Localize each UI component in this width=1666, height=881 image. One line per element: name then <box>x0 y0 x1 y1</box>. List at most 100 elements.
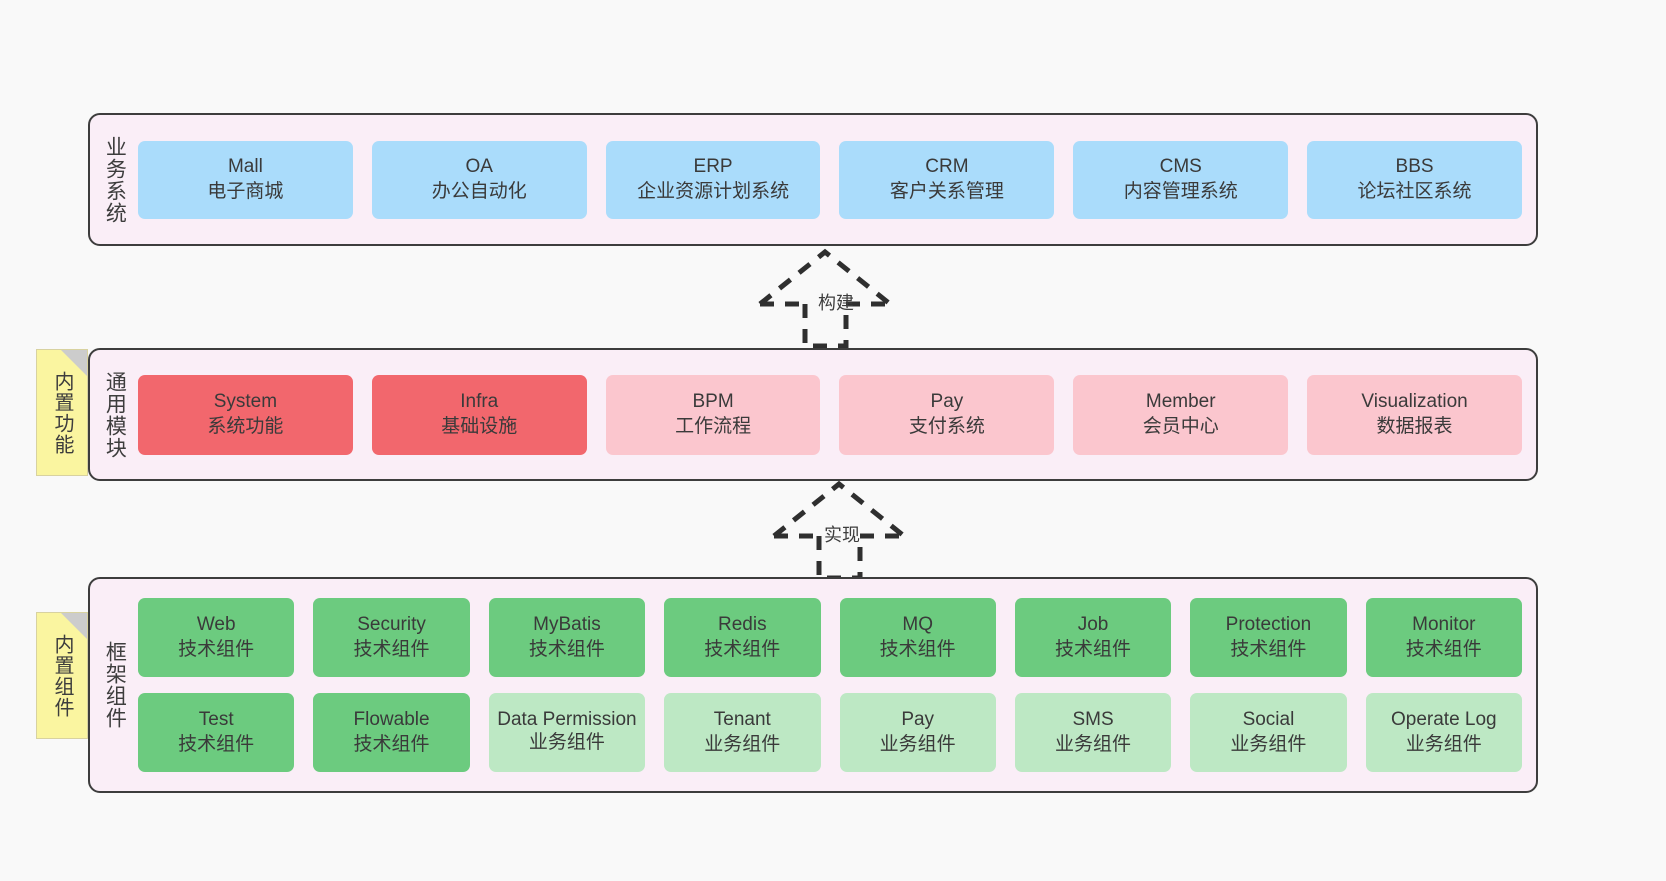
card-title-cn: 支付系统 <box>908 415 985 437</box>
card-title-en: CMS <box>1159 155 1202 177</box>
card-title-en: MyBatis <box>533 613 601 635</box>
card-title-cn: 技术组件 <box>178 733 255 755</box>
row-framework-2: Test 技术组件 Flowable 技术组件 Data Permission … <box>138 693 1522 772</box>
card-title-en: Pay <box>901 708 935 730</box>
card-crm[interactable]: CRM 客户关系管理 <box>839 140 1055 219</box>
card-pay-module[interactable]: Pay 支付系统 <box>839 374 1055 455</box>
card-system[interactable]: System 系统功能 <box>138 374 353 455</box>
card-operate-log[interactable]: Operate Log 业务组件 <box>1365 693 1522 772</box>
layer-title-business: 业务系统 <box>103 135 127 224</box>
card-title-cn: 技术组件 <box>1230 638 1307 660</box>
layer-title-framework: 框架组件 <box>103 641 127 729</box>
card-title-cn: 技术组件 <box>1405 638 1482 660</box>
card-title-cn: 技术组件 <box>1055 638 1132 660</box>
card-title-en: Social <box>1242 708 1295 730</box>
row-business-1: Mall 电子商城 OA 办公自动化 ERP 企业资源计划系统 CRM 客户关系… <box>138 140 1522 219</box>
card-title-cn: 技术组件 <box>704 638 781 660</box>
card-erp[interactable]: ERP 企业资源计划系统 <box>605 140 821 219</box>
card-social[interactable]: Social 业务组件 <box>1190 693 1347 772</box>
card-title-cn: 业务组件 <box>1230 733 1307 755</box>
card-title-en: BBS <box>1395 155 1434 177</box>
card-title-en: SMS <box>1072 708 1114 730</box>
card-title-cn: 业务组件 <box>704 733 781 755</box>
card-title-en: CRM <box>925 155 969 177</box>
layer-common-modules: 通用模块 System 系统功能 Infra 基础设施 BPM 工作流程 Pay… <box>88 348 1538 481</box>
card-test[interactable]: Test 技术组件 <box>138 693 295 772</box>
card-monitor[interactable]: Monitor 技术组件 <box>1365 598 1522 677</box>
card-protection[interactable]: Protection 技术组件 <box>1190 598 1347 677</box>
card-job[interactable]: Job 技术组件 <box>1014 598 1172 677</box>
layer-title-common: 通用模块 <box>103 370 127 459</box>
card-title-cn: 论坛社区系统 <box>1357 180 1472 202</box>
layer-business-systems: 业务系统 Mall 电子商城 OA 办公自动化 ERP 企业资源计划系统 CRM… <box>88 113 1538 246</box>
card-tenant[interactable]: Tenant 业务组件 <box>664 693 821 772</box>
card-title-en: Mall <box>227 155 263 177</box>
sticky-note-builtin-components: 内置组件 <box>36 612 88 739</box>
card-sms[interactable]: SMS 业务组件 <box>1014 693 1172 772</box>
card-title-en: Pay <box>930 390 964 412</box>
card-title-cn: 技术组件 <box>353 733 430 755</box>
connector-label-implement: 实现 <box>824 525 860 545</box>
card-title-cn: 业务组件 <box>879 733 956 755</box>
layer-body-business: Mall 电子商城 OA 办公自动化 ERP 企业资源计划系统 CRM 客户关系… <box>138 115 1536 244</box>
card-title-cn: 业务组件 <box>528 732 605 754</box>
card-data-permission[interactable]: Data Permission 业务组件 <box>488 693 646 772</box>
card-title-en: ERP <box>693 155 733 177</box>
card-title-en: System <box>213 390 278 412</box>
card-title-cn: 技术组件 <box>353 638 430 660</box>
card-title-cn: 企业资源计划系统 <box>637 180 790 202</box>
card-title-en: Infra <box>460 390 499 412</box>
card-title-en: Job <box>1077 613 1109 635</box>
card-title-en: Tenant <box>713 708 771 730</box>
card-title-en: Test <box>198 708 234 730</box>
card-member[interactable]: Member 会员中心 <box>1073 374 1289 455</box>
card-title-cn: 系统功能 <box>207 415 284 437</box>
card-title-en: Member <box>1145 390 1216 412</box>
card-title-en: Protection <box>1225 613 1312 635</box>
card-title-en: MQ <box>902 613 933 635</box>
card-title-cn: 办公自动化 <box>431 180 527 202</box>
card-flowable[interactable]: Flowable 技术组件 <box>313 693 470 772</box>
card-title-cn: 会员中心 <box>1142 415 1219 437</box>
card-infra[interactable]: Infra 基础设施 <box>371 374 587 455</box>
card-title-cn: 内容管理系统 <box>1123 180 1238 202</box>
card-title-en: Security <box>357 613 426 635</box>
row-framework-1: Web 技术组件 Security 技术组件 MyBatis 技术组件 Redi… <box>138 598 1522 677</box>
connector-label-build: 构建 <box>818 293 854 313</box>
card-title-cn: 数据报表 <box>1376 415 1453 437</box>
card-cms[interactable]: CMS 内容管理系统 <box>1073 140 1289 219</box>
card-mall[interactable]: Mall 电子商城 <box>138 140 353 219</box>
card-title-en: Monitor <box>1412 613 1476 635</box>
card-oa[interactable]: OA 办公自动化 <box>371 140 587 219</box>
card-title-cn: 电子商城 <box>207 180 284 202</box>
card-title-cn: 客户关系管理 <box>889 180 1004 202</box>
layer-body-common: System 系统功能 Infra 基础设施 BPM 工作流程 Pay 支付系统… <box>138 350 1536 479</box>
card-title-en: Flowable <box>353 708 430 730</box>
row-common-1: System 系统功能 Infra 基础设施 BPM 工作流程 Pay 支付系统… <box>138 374 1522 455</box>
card-title-en: Web <box>196 613 236 635</box>
card-bbs[interactable]: BBS 论坛社区系统 <box>1307 140 1522 219</box>
card-title-cn: 技术组件 <box>528 638 605 660</box>
card-visualization[interactable]: Visualization 数据报表 <box>1307 374 1522 455</box>
card-mybatis[interactable]: MyBatis 技术组件 <box>488 598 646 677</box>
layer-framework-components: 框架组件 Web 技术组件 Security 技术组件 MyBatis 技术组件… <box>88 577 1538 793</box>
card-title-en: Visualization <box>1361 390 1468 412</box>
card-security[interactable]: Security 技术组件 <box>313 598 470 677</box>
card-bpm[interactable]: BPM 工作流程 <box>605 374 821 455</box>
card-mq[interactable]: MQ 技术组件 <box>839 598 996 677</box>
card-web[interactable]: Web 技术组件 <box>138 598 295 677</box>
card-title-en: Operate Log <box>1390 708 1497 730</box>
card-title-en: BPM <box>692 390 734 412</box>
card-title-cn: 技术组件 <box>879 638 956 660</box>
card-pay-component[interactable]: Pay 业务组件 <box>839 693 996 772</box>
card-title-en: Data Permission <box>497 708 637 730</box>
card-title-cn: 业务组件 <box>1405 733 1482 755</box>
card-title-cn: 工作流程 <box>675 415 752 437</box>
card-title-cn: 技术组件 <box>178 638 255 660</box>
card-title-en: Redis <box>718 613 767 635</box>
card-title-cn: 业务组件 <box>1055 733 1132 755</box>
sticky-note-builtin-features: 内置功能 <box>36 349 88 476</box>
layer-body-framework: Web 技术组件 Security 技术组件 MyBatis 技术组件 Redi… <box>138 579 1536 791</box>
card-redis[interactable]: Redis 技术组件 <box>664 598 821 677</box>
